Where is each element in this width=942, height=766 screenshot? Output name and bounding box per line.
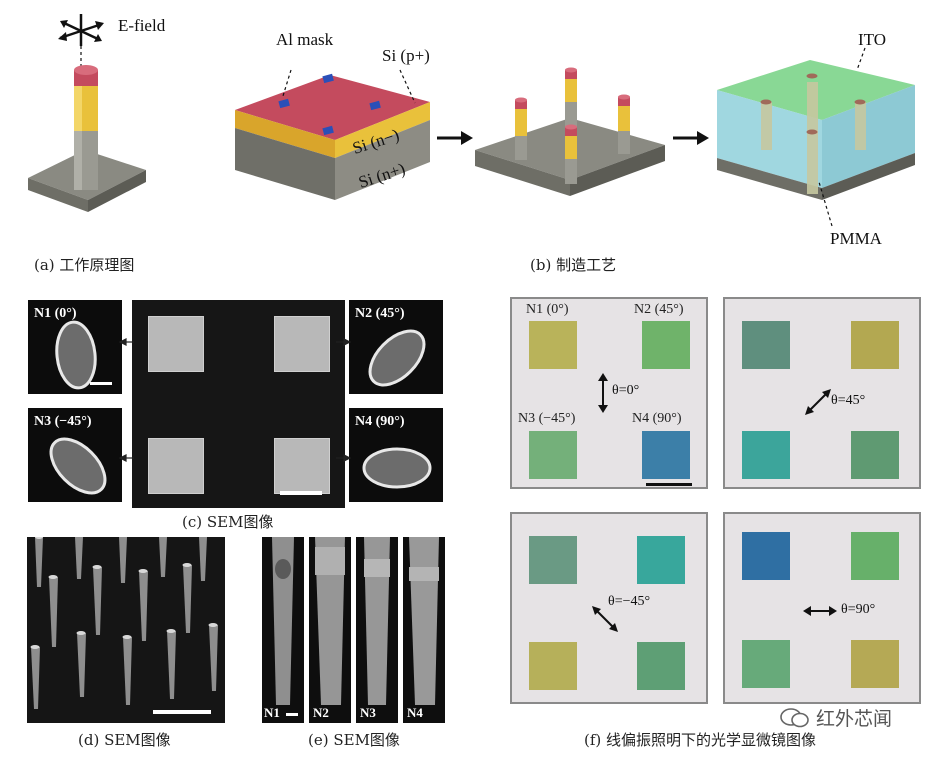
color-square-n1 (742, 532, 790, 580)
sem-pad (274, 316, 330, 372)
micro-label-n3: N3 (−45°) (518, 411, 576, 426)
micrograph-theta-minus-45: θ=−45° (510, 512, 708, 704)
polarization-arrow-icon (592, 606, 618, 632)
sem-pad (148, 438, 204, 494)
caption-d: (d) SEM图像 (78, 731, 171, 749)
inset-label-n2: N2 (45°) (355, 306, 405, 321)
inset-label-n3: N3 (−45°) (34, 414, 92, 429)
color-square-n4 (637, 642, 685, 690)
caption-e: (e) SEM图像 (308, 731, 400, 749)
micro-label-n1: N1 (0°) (526, 302, 569, 317)
sem-pad (148, 316, 204, 372)
sem-pillar-n1: N1 (262, 537, 304, 723)
micrograph-theta-45: θ=45° (723, 297, 921, 489)
scale-bar (286, 713, 298, 716)
sem-inset-n2: N2 (45°) (349, 300, 443, 394)
color-square-n2 (642, 321, 690, 369)
theta-label: θ=45° (831, 393, 866, 408)
sem-pillar-n2: N2 (309, 537, 351, 723)
micrograph-theta-0: N1 (0°) N2 (45°) N3 (−45°) N4 (90°) θ=0° (510, 297, 708, 489)
caption-f: (f) 线偏振照明下的光学显微镜图像 (584, 731, 817, 749)
working-principle-diagram (28, 14, 146, 212)
sem-pillar-n4: N4 (403, 537, 445, 723)
pillar-label-n4: N4 (407, 705, 423, 720)
sem-image-d (27, 537, 225, 723)
fabrication-process-diagram (235, 47, 915, 227)
theta-label: θ=90° (841, 602, 876, 617)
color-square-n4 (851, 431, 899, 479)
micro-label-n4: N4 (90°) (632, 411, 682, 426)
sem-image-c-main (132, 300, 345, 508)
al-mask-label: Al mask (276, 30, 334, 49)
color-square-n2 (851, 532, 899, 580)
theta-label: θ=0° (612, 383, 640, 398)
sem-pillar-n3: N3 (356, 537, 398, 723)
inset-pointer-arrows-icon (118, 338, 352, 462)
color-square-n3 (742, 431, 790, 479)
polarization-arrow-icon (803, 606, 837, 616)
efield-label: E-field (118, 16, 166, 35)
efield-arrows-icon (59, 14, 103, 46)
color-square-n1 (529, 321, 577, 369)
wafer-stack (235, 73, 430, 200)
encapsulated-device (717, 60, 915, 200)
wechat-icon (780, 708, 810, 728)
color-square-n4 (851, 640, 899, 688)
process-arrow-1-icon (437, 131, 473, 145)
caption-c: (c) SEM图像 (182, 513, 274, 531)
process-arrow-2-icon (673, 131, 709, 145)
color-square-n4 (642, 431, 690, 479)
sem-pad (274, 438, 330, 494)
color-square-n2 (851, 321, 899, 369)
ito-label: ITO (858, 30, 887, 49)
pillar-label-n1: N1 (264, 705, 280, 720)
color-square-n3 (529, 431, 577, 479)
theta-label: θ=−45° (608, 594, 651, 609)
sem-inset-n4: N4 (90°) (349, 408, 443, 502)
scale-bar (280, 491, 322, 495)
caption-b: (b) 制造工艺 (530, 256, 617, 274)
inset-scale-bar (90, 382, 112, 385)
micro-label-n2: N2 (45°) (634, 302, 684, 317)
polarization-arrow-icon (805, 389, 831, 415)
scale-bar (646, 483, 692, 486)
pillar-label-n2: N2 (313, 705, 329, 720)
pmma-label: PMMA (830, 229, 882, 248)
caption-a: (a) 工作原理图 (34, 256, 135, 274)
color-square-n3 (742, 640, 790, 688)
watermark-text: 红外芯闻 (816, 708, 893, 730)
micrograph-theta-90: θ=90° (723, 512, 921, 704)
inset-label-n4: N4 (90°) (355, 414, 405, 429)
pillar-label-n3: N3 (360, 705, 376, 720)
sem-inset-n1: N1 (0°) (28, 300, 122, 394)
watermark: 红外芯闻 (780, 704, 892, 731)
scale-bar (153, 710, 211, 714)
color-square-n2 (637, 536, 685, 584)
color-square-n1 (742, 321, 790, 369)
color-square-n1 (529, 536, 577, 584)
polarization-arrow-icon (598, 373, 608, 413)
sem-inset-n3: N3 (−45°) (28, 408, 122, 502)
color-square-n3 (529, 642, 577, 690)
si-p-label: Si (p+) (382, 46, 430, 65)
etched-pillars (475, 67, 665, 196)
inset-label-n1: N1 (0°) (34, 306, 77, 321)
